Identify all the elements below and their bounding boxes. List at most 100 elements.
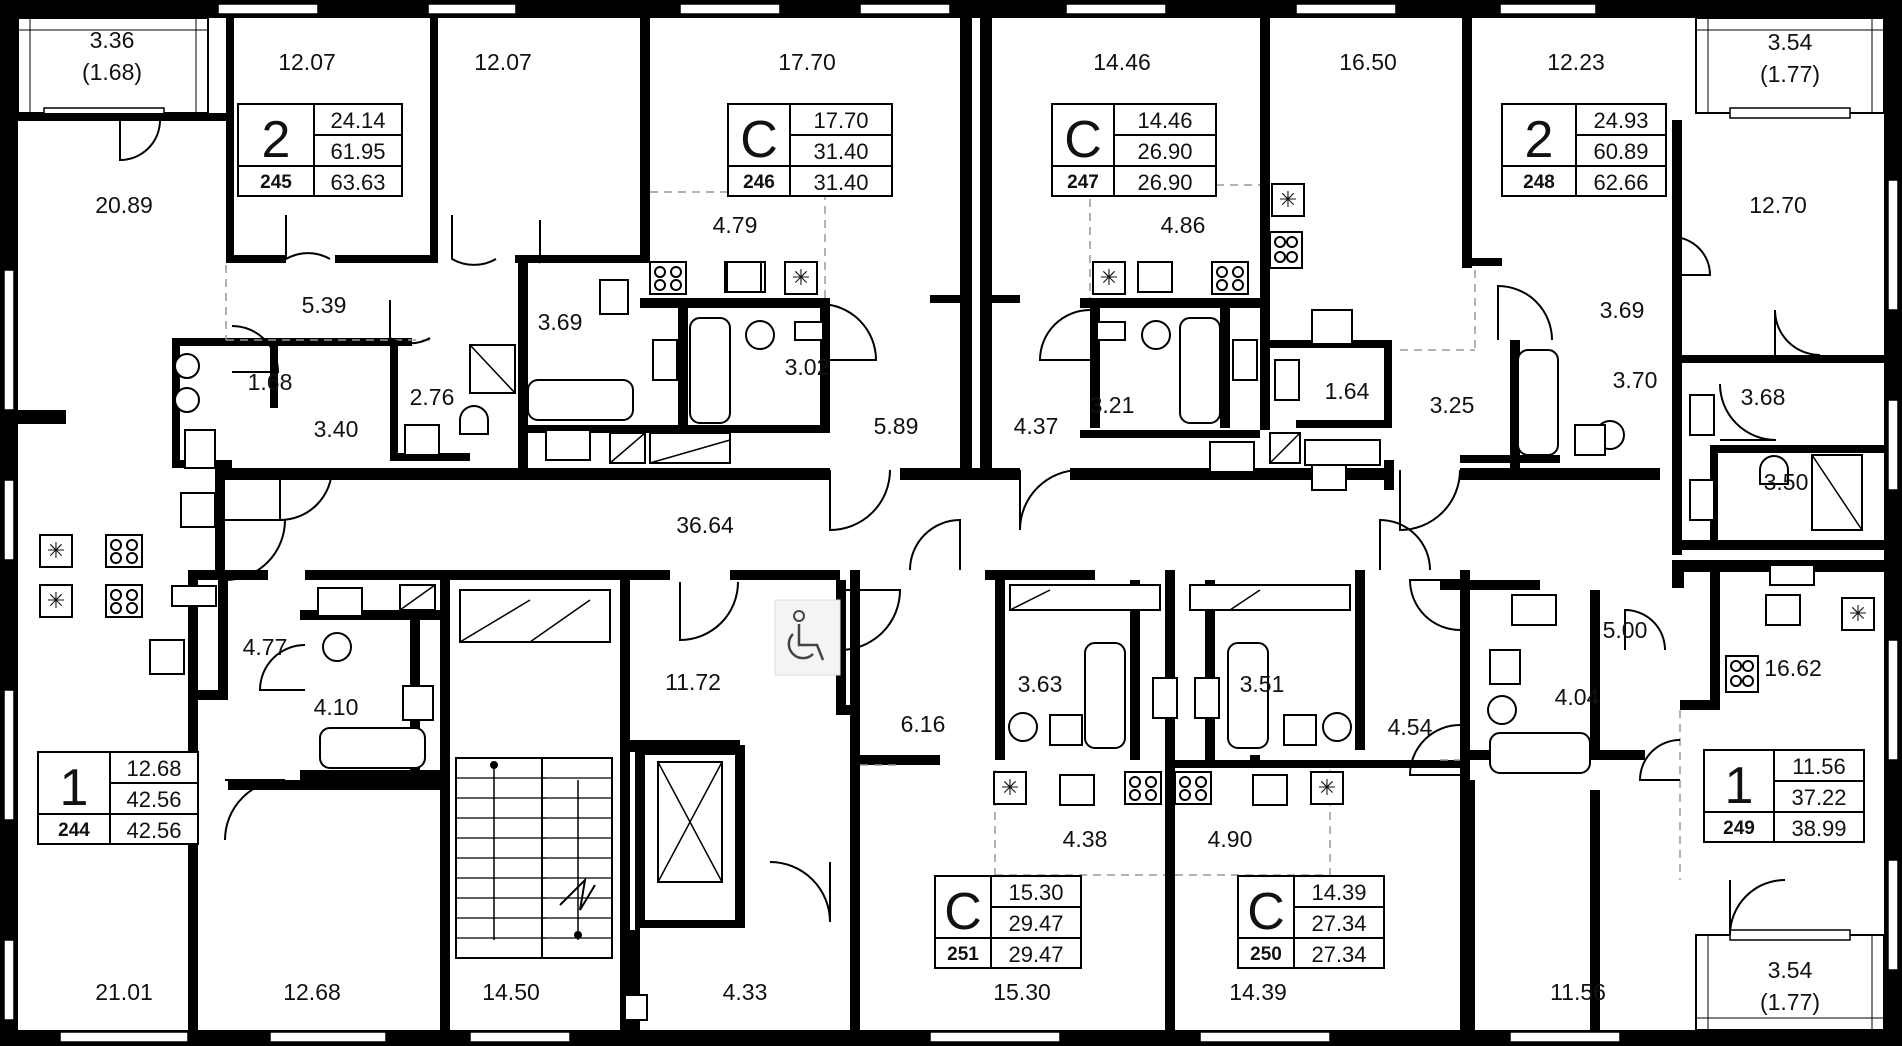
room-area: 12.23: [1547, 49, 1605, 75]
room-area: 3.69: [538, 309, 583, 335]
apartment-total: 42.56: [126, 818, 181, 843]
apartment-number: 249: [1723, 818, 1755, 839]
room-area: 5.00: [1603, 617, 1648, 643]
apartment-type: 2: [1525, 111, 1554, 169]
room-area: (1.77): [1760, 989, 1820, 1015]
svg-text:✳: ✳: [1100, 265, 1118, 290]
fan-icon: ✳: [39, 584, 73, 618]
room-area: 4.86: [1161, 212, 1206, 238]
apartment-total: 27.34: [1311, 942, 1366, 967]
fan-icon: ✳: [39, 534, 73, 568]
room-area: 14.39: [1229, 979, 1287, 1005]
stove-icon: [1269, 231, 1303, 269]
room-area: 4.79: [713, 212, 758, 238]
apartment-tag: С 14.46 26.90 247 26.90: [1051, 103, 1217, 197]
room-area: 3.02: [785, 354, 830, 380]
svg-text:✳: ✳: [47, 538, 65, 563]
room-area: 3.63: [1018, 671, 1063, 697]
room-area: 16.62: [1764, 655, 1822, 681]
elevator-icon: [624, 745, 765, 1030]
apartment-tag: С 17.70 31.40 246 31.40: [727, 103, 893, 197]
apartment-area: 29.47: [1008, 911, 1063, 936]
room-area: (1.77): [1760, 61, 1820, 87]
room-area: 4.54: [1388, 714, 1433, 740]
room-area: 4.10: [314, 694, 359, 720]
apartment-tag: 1 11.56 37.22 249 38.99: [1703, 749, 1865, 843]
apartment-number: 247: [1067, 172, 1099, 193]
room-area: 4.33: [723, 979, 768, 1005]
apartment-tag: С 15.30 29.47 251 29.47: [934, 875, 1082, 969]
apartment-type: 1: [1725, 757, 1754, 815]
apartment-living: 24.93: [1593, 108, 1648, 133]
room-area: 5.89: [874, 413, 919, 439]
stove-icon: [1211, 261, 1249, 295]
balcony-se: [1695, 929, 1885, 1031]
apartment-type: 2: [262, 111, 291, 169]
fan-icon: ✳: [1092, 261, 1126, 295]
apartment-type: С: [1247, 883, 1285, 941]
fan-icon: ✳: [1271, 183, 1305, 217]
room-area: 3.40: [314, 416, 359, 442]
room-area: 20.89: [95, 192, 153, 218]
room-area: 14.46: [1093, 49, 1151, 75]
fixtures: [149, 261, 1863, 806]
room-area: 4.77: [243, 634, 288, 660]
fan-icon: ✳: [784, 261, 818, 295]
apartment-living: 11.56: [1792, 754, 1845, 779]
room-area: 3.51: [1240, 671, 1285, 697]
room-area: 15.30: [993, 979, 1051, 1005]
room-area: 3.70: [1613, 367, 1658, 393]
apartment-area: 61.95: [330, 139, 385, 164]
apartment-number: 244: [58, 820, 90, 841]
room-area: (1.68): [82, 59, 142, 85]
room-area: 17.70: [778, 49, 836, 75]
apartment-area: 31.40: [813, 139, 868, 164]
stove-icon: [1124, 771, 1162, 805]
stove-icon: [105, 534, 143, 568]
room-area: 1.68: [248, 369, 293, 395]
room-area: 4.90: [1208, 826, 1253, 852]
svg-text:✳: ✳: [792, 265, 810, 290]
apartment-total: 62.66: [1593, 170, 1648, 195]
room-area: 1.64: [1325, 378, 1370, 404]
apartment-number: 245: [260, 172, 292, 193]
apartment-tag: 2 24.14 61.95 245 63.63: [237, 103, 403, 197]
room-area: 4.04: [1555, 684, 1600, 710]
wheelchair-icon: [774, 599, 841, 676]
apartment-area: 27.34: [1311, 911, 1366, 936]
fan-icon: ✳: [1310, 771, 1344, 805]
stairs-icon: [455, 757, 613, 959]
room-area: 4.37: [1014, 413, 1059, 439]
room-area: 2.76: [410, 384, 455, 410]
apartment-number: 246: [743, 172, 775, 193]
apartment-tag: С 14.39 27.34 250 27.34: [1237, 875, 1385, 969]
apartment-living: 24.14: [330, 108, 385, 133]
apartment-number: 251: [947, 944, 979, 965]
apartment-number: 250: [1250, 944, 1282, 965]
room-area: 3.25: [1430, 392, 1475, 418]
room-area: 3.36: [90, 27, 135, 53]
svg-text:✳: ✳: [1279, 187, 1297, 212]
apartment-living: 14.46: [1137, 108, 1192, 133]
stove-icon: [105, 584, 143, 618]
apartment-living: 14.39: [1311, 880, 1366, 905]
room-area: 3.21: [1090, 392, 1135, 418]
apartment-type: С: [740, 111, 778, 169]
svg-text:✳: ✳: [1849, 601, 1867, 626]
apartment-type: С: [1064, 111, 1102, 169]
room-area: 14.50: [482, 979, 540, 1005]
apartment-tag: 1 12.68 42.56 244 42.56: [37, 751, 199, 845]
room-area: 12.68: [283, 979, 341, 1005]
room-area: 3.50: [1764, 469, 1809, 495]
apartment-area: 60.89: [1593, 139, 1648, 164]
stove-icon: [1174, 771, 1212, 805]
stove-icon: [1725, 655, 1759, 693]
apartment-type: 1: [60, 759, 89, 817]
kitchen-fixtures: ✳ ✳ ✳ ✳ ✳ ✳ ✳ ✳: [39, 183, 1875, 805]
apartment-type: С: [944, 883, 982, 941]
apartment-total: 26.90: [1137, 170, 1192, 195]
apartment-total: 63.63: [330, 170, 385, 195]
apartment-living: 17.70: [813, 108, 868, 133]
apartment-total: 29.47: [1008, 942, 1063, 967]
